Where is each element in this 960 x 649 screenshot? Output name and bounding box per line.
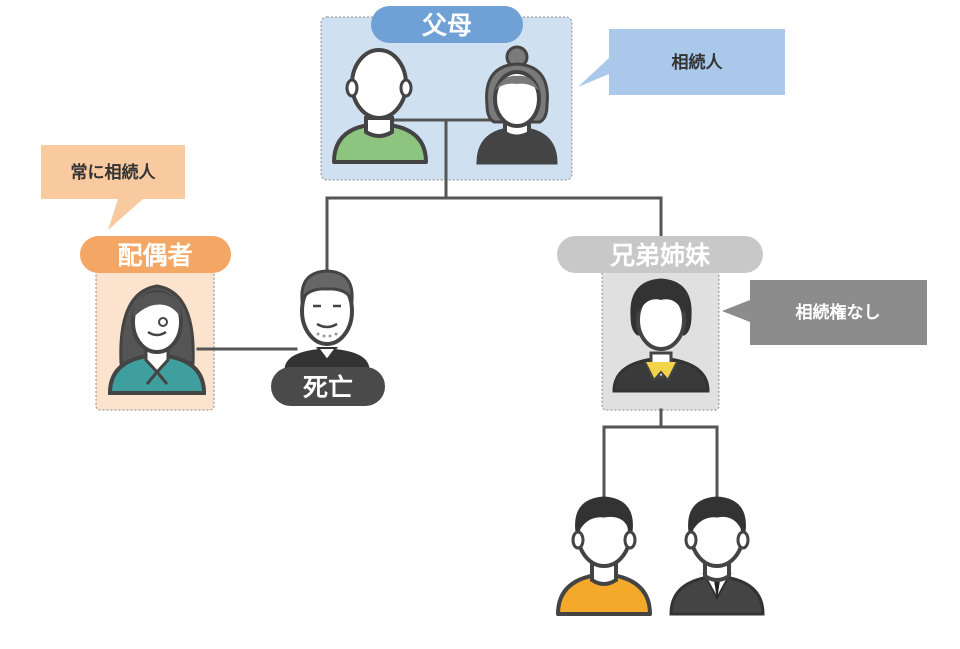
- spouse-label: 配偶者: [80, 236, 231, 273]
- parents-heir-callout-text: 相続人: [672, 52, 724, 73]
- person-mother-icon: [476, 45, 558, 165]
- spouse-label-text: 配偶者: [117, 241, 192, 270]
- siblings-label: 兄弟姉妹: [557, 236, 763, 273]
- spouse-always-heir-callout-text: 常に相続人: [71, 162, 157, 183]
- parents-label-text: 父母: [422, 11, 472, 40]
- siblings-no-right-callout: 相続権なし: [722, 280, 927, 345]
- person-suit-man-icon: [669, 496, 765, 616]
- parents-label: 父母: [371, 6, 523, 43]
- person-nephew-icon: [556, 496, 652, 616]
- parents-heir-callout: 相続人: [578, 29, 785, 95]
- spouse-always-heir-callout: 常に相続人: [41, 145, 185, 230]
- siblings-no-right-callout-text: 相続権なし: [796, 302, 881, 323]
- deceased-label-text: 死亡: [303, 373, 353, 402]
- deceased-label: 死亡: [271, 367, 385, 406]
- person-father-icon: [332, 48, 428, 164]
- person-spouse-icon: [107, 284, 207, 395]
- person-sibling-icon: [612, 278, 710, 393]
- siblings-label-text: 兄弟姉妹: [609, 241, 710, 270]
- person-elderly-man-icon: [284, 269, 370, 372]
